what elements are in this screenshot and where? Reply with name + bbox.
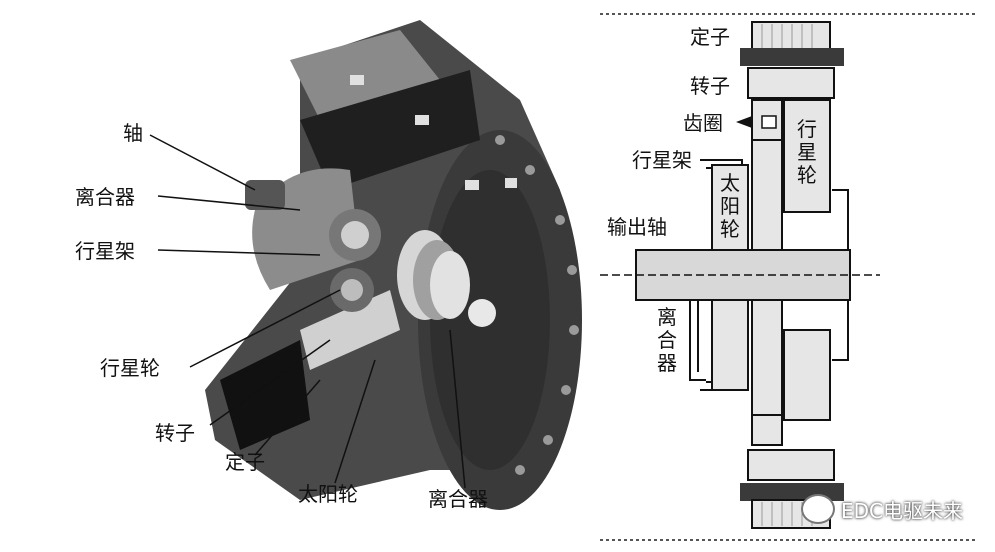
watermark-text: EDC电驱未来 xyxy=(840,498,963,523)
label-rotor: 转子 xyxy=(155,421,195,445)
label-r-output-shaft: 输出轴 xyxy=(607,215,667,239)
watermark: EDC电驱未来 xyxy=(800,492,963,526)
label-r-stator: 定子 xyxy=(690,25,730,49)
label-clutch-bottom: 离合器 xyxy=(428,487,488,511)
label-r-planet-carrier: 行星架 xyxy=(632,148,692,172)
label-r-rotor: 转子 xyxy=(690,74,730,98)
label-r-ring-gear: 齿圈 xyxy=(683,111,723,135)
label-planet-gear: 行星轮 xyxy=(100,356,160,380)
label-r-clutch: 离合器 xyxy=(657,305,677,375)
label-r-planet-gear: 行星轮 xyxy=(797,117,817,187)
label-shaft: 轴 xyxy=(123,121,143,145)
label-r-sun-gear: 太阳轮 xyxy=(720,171,740,241)
label-stator: 定子 xyxy=(225,450,265,474)
label-sun-gear: 太阳轮 xyxy=(298,482,358,506)
label-clutch: 离合器 xyxy=(75,185,135,209)
wechat-icon xyxy=(800,494,835,524)
label-planet-carrier: 行星架 xyxy=(75,239,135,263)
